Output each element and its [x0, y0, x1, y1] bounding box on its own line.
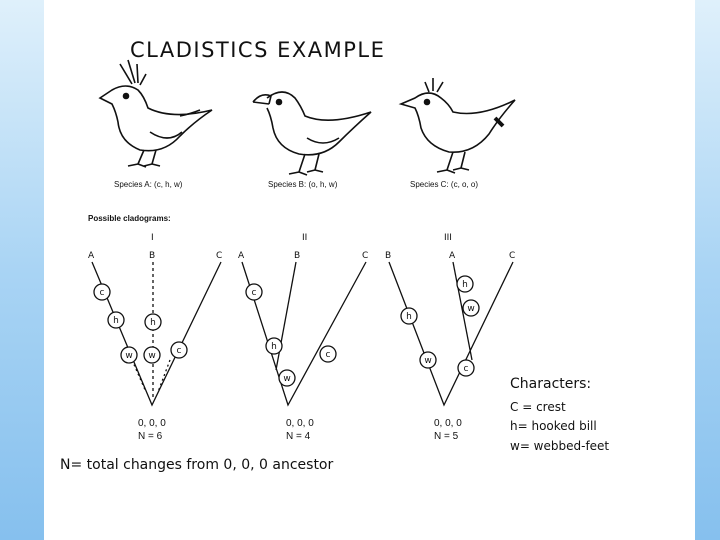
svg-text:c: c — [326, 350, 331, 360]
node-circle: c — [170, 341, 188, 359]
svg-text:h: h — [150, 318, 156, 328]
bird-c-drawing — [398, 78, 516, 174]
node-circle: c — [245, 283, 263, 301]
cladogram-1 — [91, 261, 222, 407]
cladogram-3-changes: N = 5 — [434, 431, 459, 442]
cladogram-3 — [388, 261, 514, 407]
svg-text:c: c — [252, 288, 257, 298]
svg-text:c: c — [100, 288, 105, 298]
cladogram-2-ancestor: 0, 0, 0 — [286, 418, 314, 429]
node-circle: h — [265, 337, 283, 355]
legend-item-webbed-feet: w= webbed-feet — [510, 439, 610, 453]
cladogram-2-taxon-2: B — [294, 251, 300, 261]
slide-sheet: CLADISTICS EXAMPLE Species A: — [44, 0, 695, 540]
node-circle: c — [457, 359, 475, 377]
svg-text:h: h — [271, 342, 277, 352]
svg-text:w: w — [125, 351, 132, 361]
species-b-label: Species B: (o, h, w) — [268, 180, 338, 189]
species-a-label: Species A: (c, h, w) — [114, 180, 183, 189]
node-circle: w — [143, 346, 161, 364]
legend-heading: Characters: — [510, 376, 592, 392]
svg-text:h: h — [462, 280, 468, 290]
cladogram-diagrams: I II III A B C A B C B A C c h h w w c c… — [88, 233, 515, 407]
possible-cladograms-label: Possible cladograms: — [88, 214, 171, 223]
cladogram-2 — [241, 261, 367, 407]
species-c-label: Species C: (c, o, o) — [410, 180, 479, 189]
bird-illustrations — [98, 59, 516, 176]
legend-item-hooked-bill: h= hooked bill — [510, 419, 597, 433]
cladogram-2-numeral: II — [302, 233, 307, 243]
node-circle: h — [400, 307, 418, 325]
diagram-title: CLADISTICS EXAMPLE — [130, 38, 386, 62]
cladogram-3-taxon-1: B — [385, 251, 391, 261]
svg-text:h: h — [406, 312, 412, 322]
cladogram-2-changes: N = 4 — [286, 431, 311, 442]
left-gradient-border — [0, 0, 44, 540]
bird-b-drawing — [252, 91, 372, 176]
cladogram-3-ancestor: 0, 0, 0 — [434, 418, 462, 429]
svg-text:w: w — [148, 351, 155, 361]
cladogram-2-taxon-1: A — [238, 251, 245, 261]
svg-text:w: w — [424, 356, 431, 366]
cladogram-3-taxon-2: A — [449, 251, 456, 261]
cladogram-3-numeral: III — [444, 233, 452, 243]
right-gradient-border — [695, 0, 720, 540]
svg-text:c: c — [177, 346, 182, 356]
node-circle: h — [456, 275, 474, 293]
node-circle: w — [120, 346, 138, 364]
node-circle: h — [144, 313, 162, 331]
node-circle: w — [419, 351, 437, 369]
cladogram-1-taxon-3: C — [216, 251, 222, 261]
legend-item-crest: C = crest — [510, 400, 566, 414]
node-circle: c — [93, 283, 111, 301]
svg-text:h: h — [113, 316, 119, 326]
svg-text:w: w — [467, 304, 474, 314]
cladogram-1-taxon-2: B — [149, 251, 155, 261]
cladogram-1-taxon-1: A — [88, 251, 95, 261]
node-circle: w — [278, 369, 296, 387]
footer-note: N= total changes from 0, 0, 0 ancestor — [60, 457, 334, 473]
cladogram-1-numeral: I — [151, 233, 154, 243]
svg-text:c: c — [464, 364, 469, 374]
node-circle: c — [319, 345, 337, 363]
cladogram-2-taxon-3: C — [362, 251, 368, 261]
cladogram-1-changes: N = 6 — [138, 431, 163, 442]
node-circle: w — [462, 299, 480, 317]
svg-text:w: w — [283, 374, 290, 384]
bird-a-drawing — [98, 59, 213, 168]
node-circle: h — [107, 311, 125, 329]
cladogram-3-taxon-3: C — [509, 251, 515, 261]
cladogram-1-ancestor: 0, 0, 0 — [138, 418, 166, 429]
